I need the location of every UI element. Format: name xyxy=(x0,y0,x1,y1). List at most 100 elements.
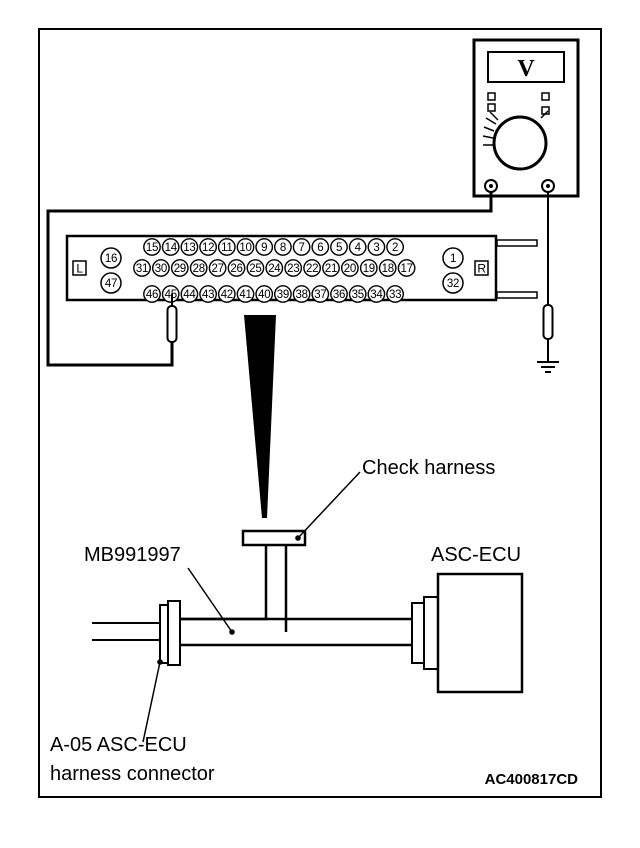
pin-circle xyxy=(330,238,348,256)
test-probe-pin-45 xyxy=(166,294,178,343)
pin-circle xyxy=(143,285,161,303)
pin-circle xyxy=(284,259,303,277)
right-side-marker: R xyxy=(477,262,486,276)
pin-circle xyxy=(100,247,122,269)
figure-frame xyxy=(38,28,602,798)
pin-circle xyxy=(180,285,199,303)
pin-label-47: 47 xyxy=(105,278,117,290)
pin-circle xyxy=(236,285,255,303)
pin-label-12: 12 xyxy=(202,242,214,254)
pin-circle xyxy=(348,285,367,303)
pin-label-40: 40 xyxy=(258,289,270,301)
pin-circle xyxy=(255,238,274,256)
pin-circle xyxy=(161,285,180,303)
pin-label-6: 6 xyxy=(317,242,323,254)
pin-circle xyxy=(367,285,386,303)
pin-circle xyxy=(189,259,208,277)
pin-circle xyxy=(322,259,340,277)
pin-circle xyxy=(367,238,386,256)
pin-label-32: 32 xyxy=(447,278,459,290)
connector-location-pointer xyxy=(244,315,276,518)
pin-circle xyxy=(217,238,236,256)
pin-circle xyxy=(442,272,464,294)
pin-circle xyxy=(161,238,180,256)
voltmeter: V xyxy=(472,38,580,198)
pin-circle xyxy=(348,238,367,256)
harness-assembly xyxy=(92,529,524,694)
pin-label-13: 13 xyxy=(183,242,195,254)
pin-circle xyxy=(340,259,359,277)
harness-connector-flange xyxy=(167,600,181,666)
pin-circle xyxy=(273,238,292,256)
check-harness-branch xyxy=(180,545,268,621)
meter-indicator-3 xyxy=(541,92,550,101)
pin-circle xyxy=(292,238,311,256)
pin-label-30: 30 xyxy=(155,263,167,275)
pin-label-31: 31 xyxy=(136,263,148,275)
pin-label-20: 20 xyxy=(344,263,356,275)
pin-circle xyxy=(442,247,464,269)
pin-circle xyxy=(133,259,151,277)
ground-probe xyxy=(537,304,559,373)
pin-label-34: 34 xyxy=(370,289,383,301)
pin-label-18: 18 xyxy=(382,263,394,275)
tool-leader xyxy=(187,567,233,633)
pin-circle xyxy=(303,259,321,277)
ecu-connector-flange xyxy=(411,602,425,664)
left-side-marker-box xyxy=(72,260,87,276)
dial-tick-marks xyxy=(482,110,549,146)
pin-circle xyxy=(180,238,199,256)
connector-rail-top xyxy=(496,239,538,247)
pin-circle xyxy=(330,285,348,303)
voltmeter-display xyxy=(487,51,565,83)
pin-label-3: 3 xyxy=(373,242,379,254)
pin-label-21: 21 xyxy=(325,263,337,275)
pin-circle xyxy=(143,238,161,256)
pin-circle xyxy=(151,259,170,277)
pin-circle xyxy=(236,238,255,256)
tool-number-label: MB991997 xyxy=(84,544,181,566)
pin-circle xyxy=(217,285,236,303)
left-side-marker: L xyxy=(76,262,83,276)
asc-ecu-unit xyxy=(436,572,524,694)
pin-circle xyxy=(265,259,284,277)
pin-label-39: 39 xyxy=(277,289,289,301)
pin-circle xyxy=(199,238,218,256)
pin-label-24: 24 xyxy=(268,263,281,275)
pin-circle xyxy=(378,259,397,277)
pin-label-26: 26 xyxy=(230,263,242,275)
pin-label-19: 19 xyxy=(363,263,375,275)
meter-selector-dial xyxy=(492,115,548,171)
pin-circle xyxy=(199,285,218,303)
pin-label-41: 41 xyxy=(239,289,251,301)
harness-connector-label-line2: harness connector xyxy=(50,763,215,785)
pin-label-16: 16 xyxy=(105,253,117,265)
pin-label-22: 22 xyxy=(306,263,318,275)
right-side-marker-box xyxy=(474,260,489,276)
pin-label-10: 10 xyxy=(239,242,251,254)
pin-circle xyxy=(100,272,122,294)
check-harness-leader xyxy=(297,471,361,539)
pin-label-28: 28 xyxy=(193,263,205,275)
ecu-connector-body xyxy=(423,596,439,670)
pin-circle xyxy=(246,259,265,277)
pin-circle xyxy=(386,238,404,256)
pin-circle xyxy=(397,259,416,277)
pin-circle xyxy=(255,285,274,303)
pin-label-17: 17 xyxy=(400,263,412,275)
pin-label-37: 37 xyxy=(314,289,326,301)
pin-circle xyxy=(311,285,330,303)
figure-code: AC400817CD xyxy=(485,771,579,788)
check-harness-terminal xyxy=(241,529,307,547)
asc-ecu-label: ASC-ECU xyxy=(431,544,521,566)
harness-connector-leader xyxy=(142,661,161,743)
pin-circle xyxy=(170,259,189,277)
pin-label-35: 35 xyxy=(352,289,364,301)
meter-indicator-2 xyxy=(487,103,496,112)
pin-label-44: 44 xyxy=(183,289,196,301)
harness-connector-plate xyxy=(159,604,169,664)
